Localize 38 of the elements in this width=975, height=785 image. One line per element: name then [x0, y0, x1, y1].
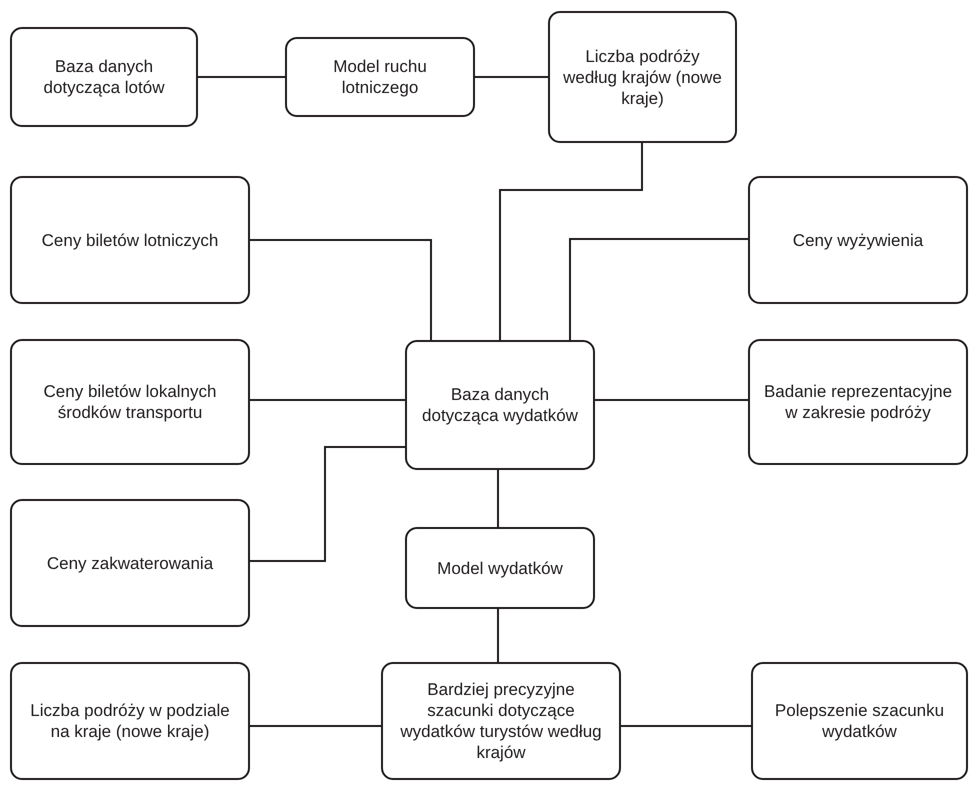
connector-line	[497, 470, 499, 527]
process-box	[10, 339, 250, 465]
connector-line	[595, 399, 748, 401]
process-box	[10, 662, 250, 780]
process-box	[10, 27, 198, 127]
box-label: Liczba podróży według krajów (nowe kraje)	[562, 46, 723, 108]
box-label: Badanie reprezentacyjne w zakresie podróży	[762, 381, 954, 423]
process-box	[381, 662, 621, 780]
box-label: Ceny biletów lotniczych	[42, 230, 218, 250]
connector-line	[475, 76, 548, 78]
connector-line	[250, 446, 405, 562]
box-label: Baza danych dotycząca wydatków	[421, 384, 579, 426]
connector-line	[250, 399, 405, 401]
process-box	[548, 11, 737, 143]
box-label: Bardziej precyzyjne szacunki dotyczące wydatków turystów według krajów	[399, 679, 603, 763]
connector-line	[250, 725, 381, 727]
box-label: Ceny wyżywienia	[792, 230, 924, 250]
connector-line	[499, 143, 643, 340]
process-box	[405, 340, 595, 470]
connector-line	[569, 238, 748, 340]
process-box	[405, 527, 595, 609]
process-box	[751, 662, 968, 780]
process-box	[10, 499, 250, 627]
box-label: Model wydatków	[437, 558, 563, 578]
box-label: Ceny biletów lokalnych środków transportu	[42, 381, 218, 423]
connector-line	[198, 76, 285, 78]
process-box	[10, 176, 250, 304]
connector-line	[497, 609, 499, 662]
process-box	[748, 176, 968, 304]
box-label: Liczba podróży w podziale na kraje (nowe kraje)	[29, 700, 231, 742]
connector-line	[250, 239, 432, 340]
process-box	[748, 339, 968, 465]
box-label: Polepszenie szacunku wydatków	[774, 700, 946, 742]
process-box	[285, 37, 475, 117]
connector-line	[621, 725, 751, 727]
box-label: Model ruchu lotniczego	[332, 56, 428, 98]
box-label: Ceny zakwaterowania	[46, 552, 214, 574]
box-label: Baza danych dotycząca lotów	[42, 56, 166, 98]
